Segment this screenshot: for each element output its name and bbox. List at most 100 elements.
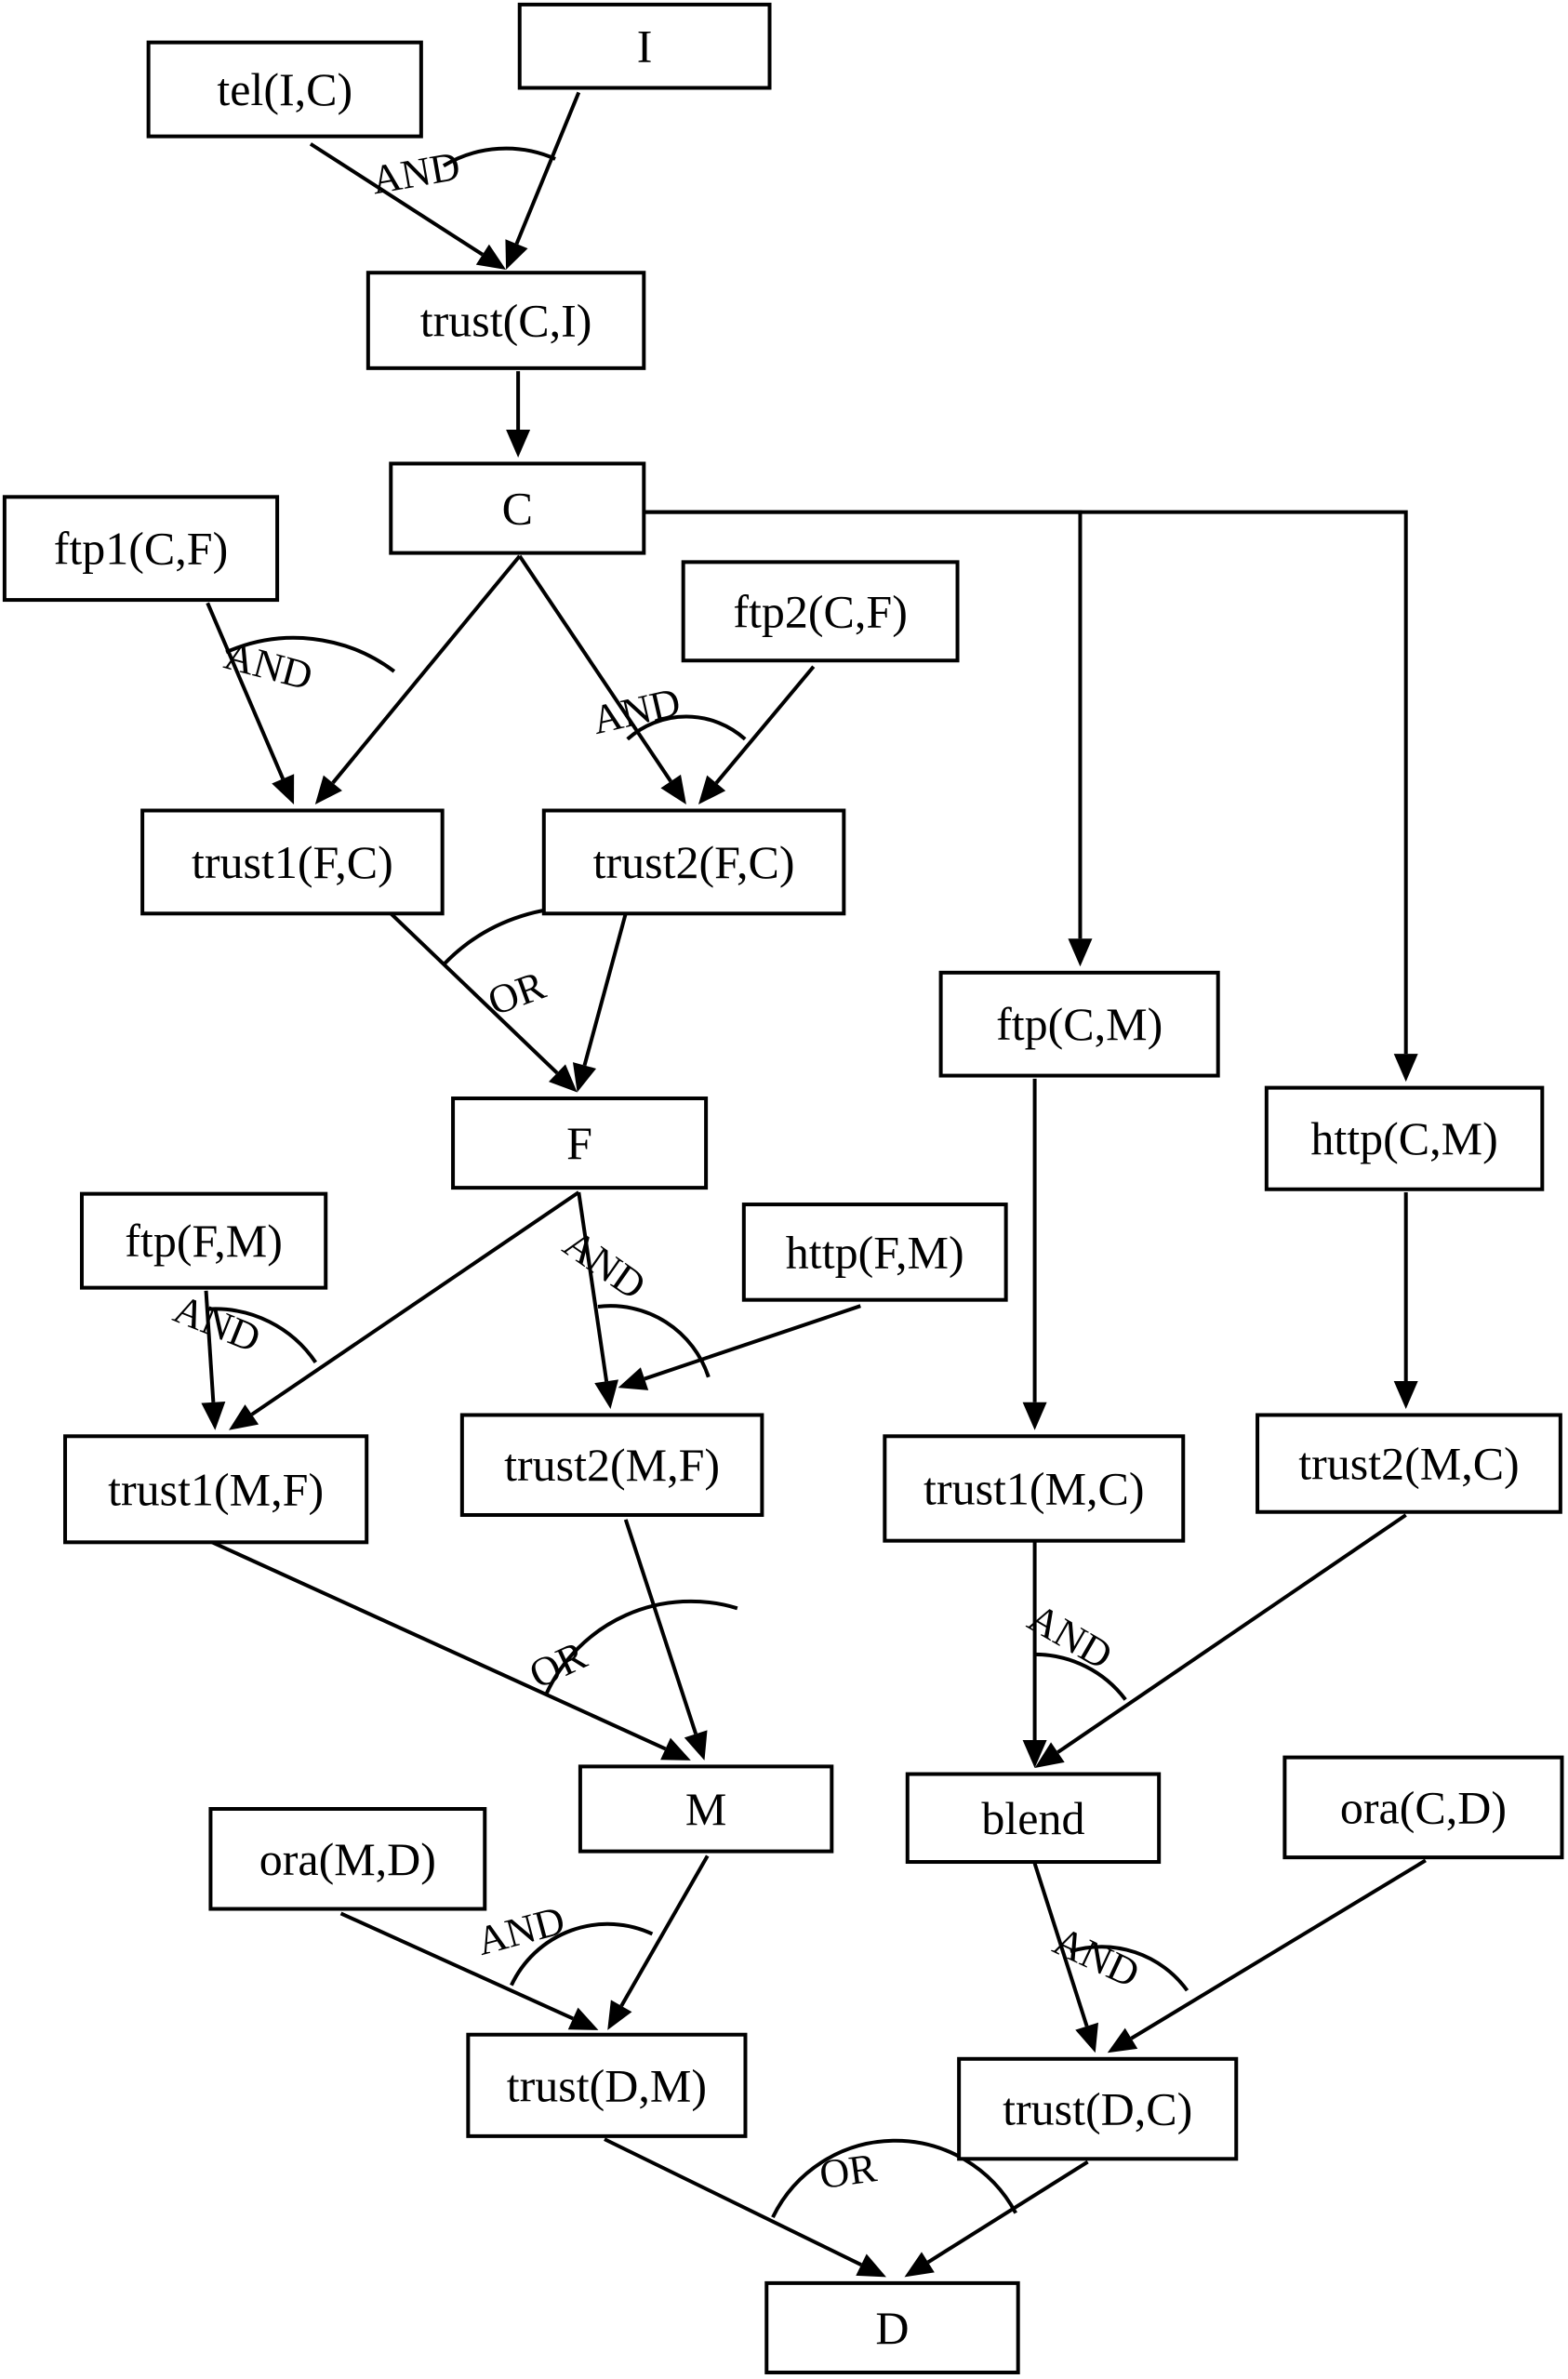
edge-line [204, 1290, 216, 1402]
node-box [764, 2280, 1020, 2374]
arrowhead [567, 2007, 599, 2030]
arrowhead [572, 1062, 597, 1093]
edge-line [514, 91, 581, 245]
edge-line [250, 1190, 580, 1416]
gate-label: OR [817, 2145, 880, 2198]
gate-or: OR [771, 2138, 1017, 2218]
node-label: F [566, 1117, 592, 1169]
node-C: C [389, 461, 646, 555]
node-box [140, 808, 445, 916]
edge-trust2FC-to-F [572, 912, 628, 1093]
arrowhead [684, 1730, 708, 1761]
node-label: M [685, 1783, 726, 1835]
node-label: D [875, 2302, 909, 2354]
arrowhead [594, 1379, 618, 1409]
edge-ftp1CF-to-trust1FC [206, 602, 295, 804]
edges-layer [201, 91, 1427, 2278]
edge-httpFM-to-trust2MF [618, 1304, 861, 1390]
node-box [1256, 1413, 1562, 1514]
edge-trust1FC-to-F [389, 911, 578, 1093]
node-box [365, 271, 646, 370]
edge-line [206, 602, 286, 780]
gate-label: AND [167, 1286, 267, 1362]
edge-line [1056, 1513, 1407, 1754]
edge-line [714, 665, 816, 785]
gate-and: AND [167, 1286, 318, 1364]
gate-arc [443, 905, 613, 965]
node-box [938, 970, 1220, 1078]
edge-httpCM-to-trust2MC [1393, 1192, 1418, 1409]
gate-arc [225, 635, 396, 673]
node-trust2MC: trust2(M,C) [1256, 1413, 1562, 1514]
edge-line [582, 912, 628, 1067]
edge-C-to-httpCM [644, 510, 1418, 1083]
edge-trust1MF-to-M [211, 1540, 691, 1761]
edge-line [623, 1519, 698, 1734]
node-box [2, 495, 280, 603]
node-trust2MF: trust2(M,F) [459, 1413, 764, 1517]
edge-line [339, 1911, 574, 2021]
edge-line [644, 1304, 861, 1381]
arrowhead [272, 774, 295, 804]
node-box [389, 461, 646, 555]
node-box [79, 1191, 328, 1290]
gate-arc [544, 1599, 738, 1695]
node-box [451, 1096, 709, 1190]
node-trust1FC: trust1(F,C) [140, 808, 445, 916]
node-label: trust(D,M) [507, 2059, 707, 2111]
edge-line [518, 554, 672, 783]
arrowhead [660, 1737, 691, 1761]
node-label: ora(C,D) [1340, 1781, 1507, 1833]
edge-line [211, 1540, 667, 1751]
node-trustDC: trust(D,C) [957, 2056, 1239, 2161]
gate-arc [1070, 1945, 1189, 1992]
node-trustDM: trust(D,M) [466, 2032, 748, 2138]
edge-line [1130, 1858, 1427, 2040]
edge-line [309, 142, 484, 257]
edge-line [577, 1191, 609, 1382]
node-label: trust2(M,C) [1298, 1438, 1520, 1490]
arrowhead [660, 774, 686, 804]
gate-arc [1034, 1652, 1127, 1701]
edge-line [331, 554, 522, 785]
node-box [517, 2, 772, 90]
gate-arc [597, 1304, 711, 1378]
gate-label: AND [219, 632, 317, 699]
arrowhead [201, 1401, 226, 1430]
node-trust1MC: trust1(M,C) [883, 1434, 1186, 1543]
node-telIC: tel(I,C) [146, 40, 423, 139]
edge-trust2MF-to-M [623, 1519, 708, 1761]
node-box [1264, 1085, 1545, 1191]
node-box [146, 40, 423, 139]
arrowhead [228, 1404, 259, 1430]
gate-label: AND [555, 1220, 654, 1309]
edge-trust2MC-to-blend [1034, 1513, 1407, 1769]
gate-and: AND [555, 1220, 711, 1378]
node-trustCI: trust(C,I) [365, 271, 646, 370]
gate-or: OR [523, 1599, 738, 1697]
node-box [905, 1772, 1162, 1865]
arrowhead [1068, 938, 1093, 967]
edge-line [926, 2160, 1089, 2265]
node-trust2FC: trust2(F,C) [541, 808, 846, 916]
edge-trustDC-to-D [904, 2160, 1089, 2278]
node-box [578, 1764, 834, 1854]
arrowhead [856, 2253, 886, 2278]
node-label: trust1(M,C) [924, 1462, 1145, 1514]
node-I: I [517, 2, 772, 90]
node-trust1MF: trust1(M,F) [63, 1434, 369, 1545]
gate-or: OR [443, 905, 613, 1024]
node-label: tel(I,C) [217, 63, 352, 115]
arrowhead [904, 2252, 935, 2278]
arrowhead [1022, 1740, 1047, 1769]
node-ftp2CF: ftp2(C,F) [681, 560, 960, 663]
arrowhead [1393, 1054, 1418, 1083]
node-box [466, 2032, 748, 2138]
node-box [957, 2056, 1239, 2161]
node-oraCD: ora(C,D) [1282, 1755, 1564, 1860]
node-label: C [502, 483, 533, 535]
edge-oraCD-to-trustDC [1107, 1858, 1427, 2053]
node-label: trust(C,I) [420, 295, 592, 347]
node-label: ftp(C,M) [996, 998, 1163, 1050]
